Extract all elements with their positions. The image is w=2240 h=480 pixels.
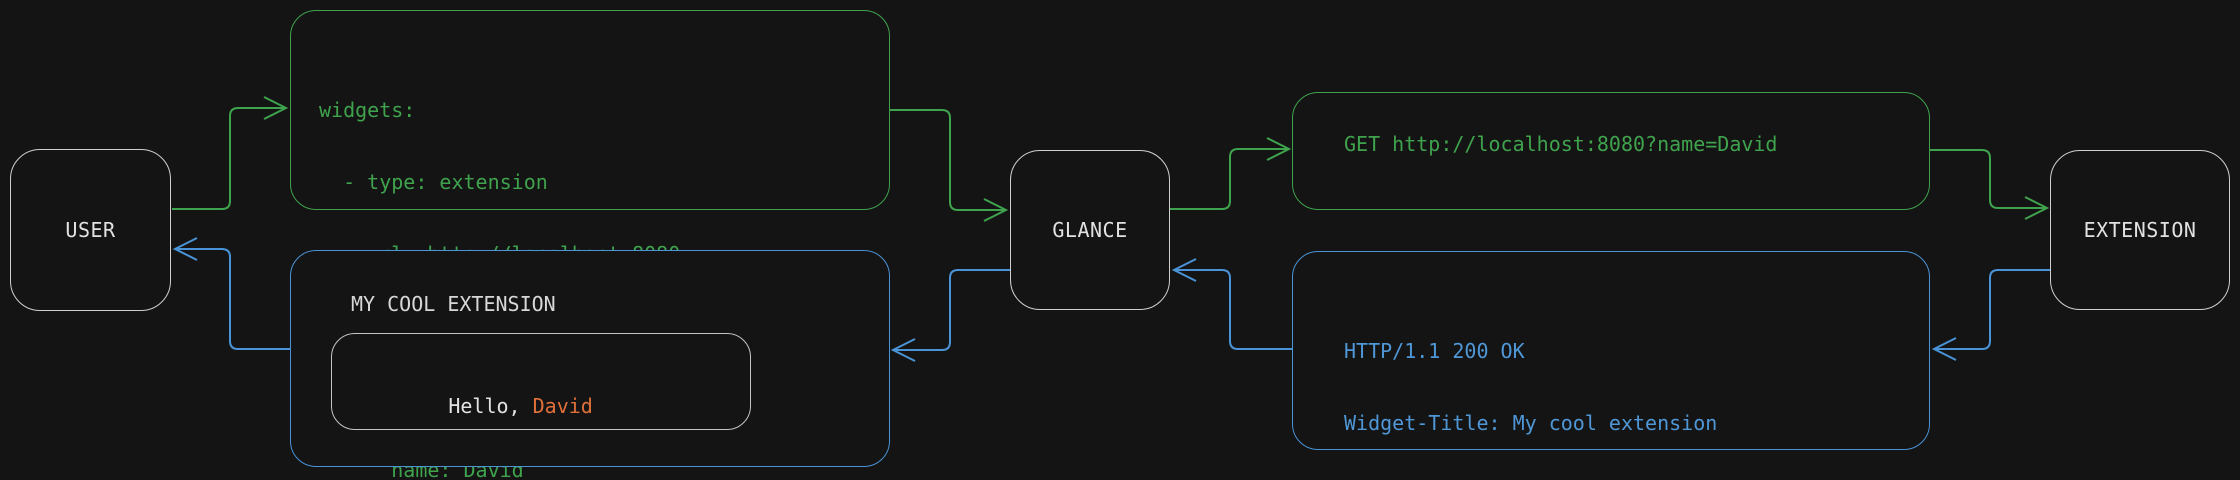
arrow-glance-to-request [1170,137,1292,210]
http-request-line: GET http://localhost:8080?name=David [1344,132,1778,156]
response-line: HTTP/1.1 200 OK [1344,339,1525,363]
node-user: USER [10,149,171,311]
arrow-widget-to-user [172,237,290,350]
response-flow-arrows [172,237,2050,362]
response-line: Widget-Title: My cool extension [1344,411,1718,435]
greeting-name: David [532,394,593,418]
yaml-line: - type: extension [319,170,548,194]
http-request-box: GET http://localhost:8080?name=David [1292,92,1930,210]
node-extension: EXTENSION [2050,150,2230,310]
arrow-config-to-glance [890,109,1009,222]
node-user-label: USER [65,218,116,242]
arrow-user-to-config [172,96,289,210]
yaml-config-box: widgets: - type: extension url: http://l… [290,10,890,480]
greeting-prefix: Hello, [448,394,533,418]
node-glance: GLANCE [1010,150,1170,310]
widget-content-card: Hello, David [331,333,751,430]
node-extension-label: EXTENSION [2083,218,2197,242]
yaml-line: widgets: [319,98,416,122]
http-response-box: HTTP/1.1 200 OK Widget-Title: My cool ex… [1292,251,1930,450]
http-response-code: HTTP/1.1 200 OK Widget-Title: My cool ex… [1344,291,1910,480]
arrow-request-to-extension [1930,149,2050,220]
widget-greeting: Hello, David [352,370,593,418]
request-flow-arrows [172,96,2050,222]
arrow-glance-to-widget [890,269,1010,362]
arrow-response-to-glance [1171,258,1292,350]
widget-preview-box: MY COOL EXTENSION Hello, David [290,250,890,467]
node-glance-label: GLANCE [1052,218,1128,242]
arrow-extension-to-response [1931,269,2050,361]
widget-title: MY COOL EXTENSION [351,292,556,316]
